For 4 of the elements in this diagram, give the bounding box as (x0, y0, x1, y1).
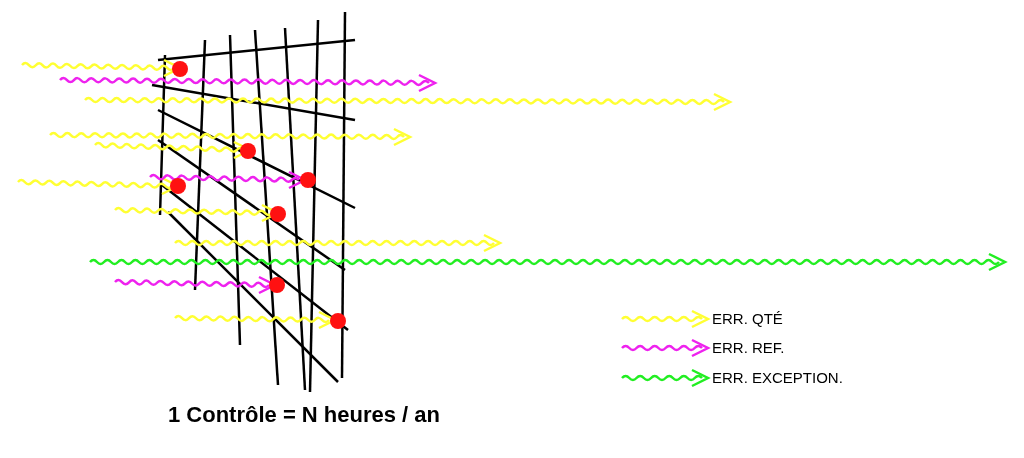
legend-label: ERR. EXCEPTION. (712, 369, 843, 387)
legend-label: ERR. QTÉ (712, 310, 783, 328)
caption: 1 Contrôle = N heures / an (168, 402, 440, 428)
legend-label: ERR. REF. (712, 339, 785, 357)
